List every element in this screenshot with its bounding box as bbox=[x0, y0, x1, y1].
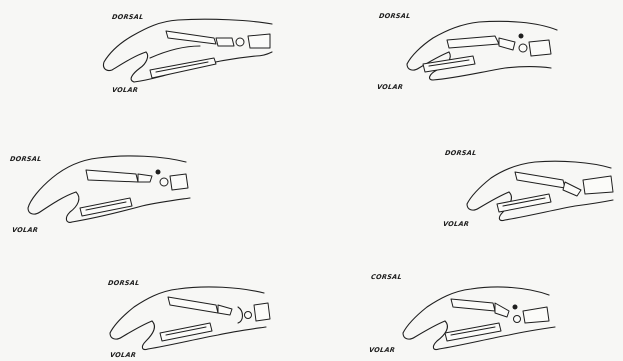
hand-sketch bbox=[0, 0, 311, 120]
hand-sketch bbox=[311, 241, 623, 361]
hand-panel-4: DORSAL VOLAR bbox=[311, 120, 623, 241]
hand-sketch bbox=[311, 120, 623, 241]
hand-sketch bbox=[311, 0, 623, 120]
phalanx-bone bbox=[166, 31, 216, 44]
hand-panel-5: DORSAL VOLAR bbox=[0, 241, 311, 361]
hand-panel-2: DORSAL VOLAR bbox=[311, 0, 623, 120]
hand-panel-3: DORSAL VOLAR bbox=[0, 120, 311, 241]
hand-sketch bbox=[0, 120, 311, 241]
hand-panel-1: DORSAL VOLAR bbox=[0, 0, 311, 120]
hand-panel-6: CORSAL VOLAR bbox=[311, 241, 623, 361]
hand-sketch bbox=[0, 241, 311, 361]
